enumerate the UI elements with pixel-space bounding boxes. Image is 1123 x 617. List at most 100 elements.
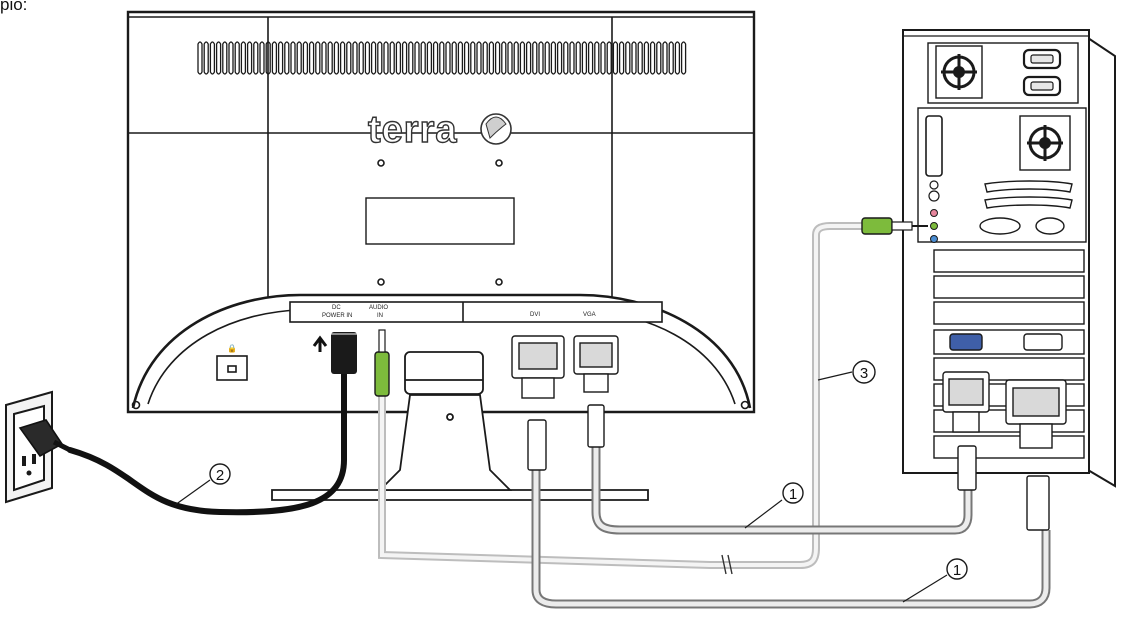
vent-slot bbox=[234, 41, 240, 75]
vent-slot bbox=[327, 41, 333, 75]
dvi-connector-icon bbox=[1005, 379, 1067, 531]
port-label-dvi: DVI bbox=[530, 312, 540, 318]
vent-slot bbox=[569, 41, 575, 75]
callout-audio-cable-number: 3 bbox=[860, 365, 868, 382]
svg-text:🔒: 🔒 bbox=[227, 344, 237, 353]
monitor-center-panel bbox=[267, 17, 613, 300]
vent-slot bbox=[482, 41, 488, 75]
callout-power-cable-number: 2 bbox=[216, 467, 224, 484]
vent-slot bbox=[253, 41, 259, 75]
vent-slot bbox=[370, 41, 377, 75]
screw-hole bbox=[495, 278, 503, 286]
brand-name: terra bbox=[368, 109, 458, 151]
vent-slot bbox=[271, 41, 278, 75]
vent-slot bbox=[618, 41, 625, 75]
vent-slot bbox=[680, 41, 687, 75]
screw-hole bbox=[377, 159, 385, 167]
audio-jack-green bbox=[930, 222, 938, 230]
vent-slot bbox=[308, 41, 315, 75]
vga-connector-icon bbox=[573, 335, 619, 448]
audio-plug-icon bbox=[374, 329, 390, 397]
expansion-slot bbox=[933, 435, 1085, 459]
caption-fragment: pio: bbox=[0, 0, 27, 14]
vent-slot bbox=[501, 41, 507, 75]
vent-slot bbox=[513, 41, 519, 75]
vent-slot bbox=[637, 41, 643, 75]
vent-slot bbox=[625, 41, 631, 75]
vent-slot bbox=[352, 41, 358, 75]
monitor-stand bbox=[271, 351, 649, 501]
vga-connector-icon bbox=[942, 371, 990, 491]
vent-grille bbox=[197, 41, 687, 75]
callouts: 2 3 1 1 bbox=[174, 360, 968, 603]
screw-hole bbox=[377, 278, 385, 286]
vent-slot bbox=[209, 41, 216, 75]
vent-slot bbox=[302, 41, 309, 75]
fan-icon bbox=[1019, 115, 1071, 171]
power-socket-icon bbox=[1022, 48, 1062, 70]
vent-slot bbox=[581, 41, 588, 75]
callout-signal-cable-upper-number: 1 bbox=[789, 486, 797, 503]
port-labels: DC POWER IN AUDIO IN DVI VGA bbox=[322, 305, 596, 319]
vent-slot bbox=[563, 41, 569, 75]
tower-side-panel bbox=[1087, 36, 1116, 488]
vent-slot bbox=[333, 41, 340, 75]
port-label-audio-in: IN bbox=[377, 313, 383, 319]
vent-slot bbox=[222, 41, 228, 75]
vent-slot bbox=[296, 41, 302, 75]
vent-slot bbox=[612, 41, 619, 75]
audio-cable bbox=[374, 217, 928, 575]
power-cable bbox=[67, 332, 358, 516]
vent-slot bbox=[556, 41, 563, 75]
port-panel bbox=[289, 301, 663, 323]
vent-slot bbox=[246, 41, 253, 75]
vent-slot bbox=[432, 41, 439, 75]
power-socket-icon bbox=[1022, 75, 1062, 97]
vent-slot bbox=[470, 41, 476, 75]
vent-slot bbox=[507, 41, 513, 75]
vent-slot bbox=[544, 41, 550, 75]
dvi-cable bbox=[511, 335, 1067, 609]
vent-slot bbox=[532, 41, 538, 75]
vent-slot bbox=[463, 41, 470, 75]
vent-slot bbox=[668, 41, 674, 75]
vent-slot bbox=[277, 41, 284, 75]
vent-slot bbox=[401, 41, 408, 75]
expansion-slot bbox=[933, 275, 1085, 299]
vent-slot bbox=[476, 41, 482, 75]
vent-slot bbox=[290, 41, 296, 75]
vent-slot bbox=[575, 41, 581, 75]
callout-audio-cable: 3 bbox=[852, 360, 876, 384]
dvi-connector-icon bbox=[1023, 333, 1063, 351]
vent-slot bbox=[550, 41, 557, 75]
monitor-label-plate bbox=[365, 197, 515, 245]
vent-slot bbox=[414, 41, 420, 75]
audio-plug-icon bbox=[861, 217, 928, 235]
vent-slot bbox=[339, 41, 346, 75]
vent-slot bbox=[457, 41, 464, 75]
callout-signal-cable-lower: 1 bbox=[946, 558, 968, 580]
callout-signal-cable-upper: 1 bbox=[782, 482, 804, 504]
computer-tower bbox=[902, 29, 1116, 488]
callout-signal-cable-lower-number: 1 bbox=[953, 562, 961, 579]
vent-slot bbox=[364, 41, 371, 75]
vent-slot bbox=[240, 41, 247, 75]
vent-slot bbox=[494, 41, 501, 75]
vent-slot bbox=[197, 41, 203, 75]
vent-slot bbox=[538, 41, 544, 75]
serial-port bbox=[925, 115, 943, 177]
monitor bbox=[126, 10, 756, 414]
vent-slot bbox=[631, 41, 637, 75]
vent-slot bbox=[649, 41, 656, 75]
vent-slot bbox=[259, 41, 265, 75]
screw-hole bbox=[495, 159, 503, 167]
vent-slot bbox=[395, 41, 402, 75]
expansion-slot bbox=[933, 301, 1085, 325]
vent-slot bbox=[420, 41, 426, 75]
vent-slot bbox=[383, 41, 389, 75]
vent-slot bbox=[228, 41, 234, 75]
vent-slot bbox=[358, 41, 364, 75]
brand-logo: terra bbox=[367, 108, 512, 152]
vent-slot bbox=[643, 41, 650, 75]
